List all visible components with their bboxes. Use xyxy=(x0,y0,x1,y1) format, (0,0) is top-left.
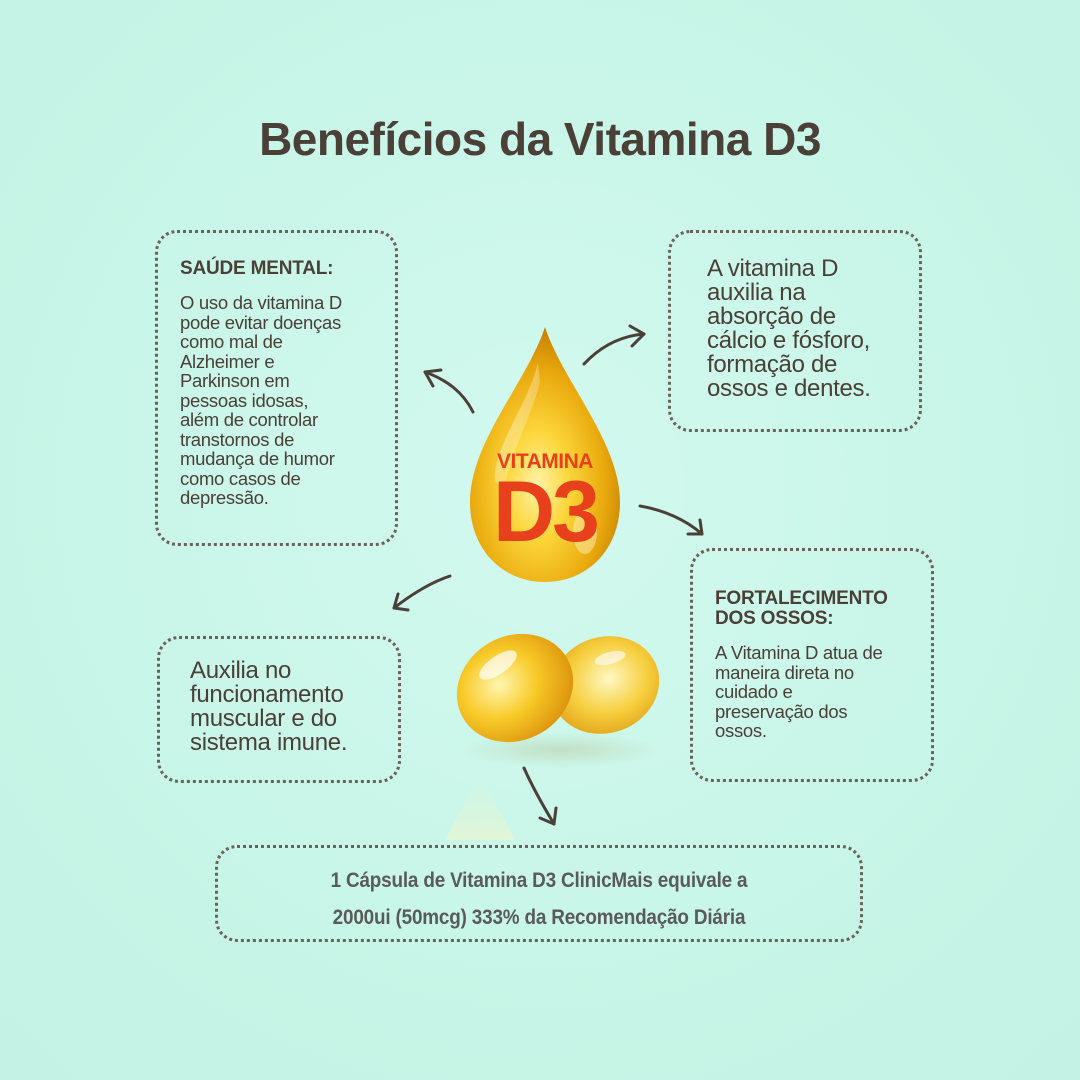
text-line: Alzheimer e xyxy=(180,350,275,372)
box-funcionamento-muscular: Auxilia no funcionamento muscular e do s… xyxy=(157,636,401,783)
arrow-to-footer-icon xyxy=(522,766,558,826)
text-line: O uso da vitamina D xyxy=(180,292,342,313)
box-text-absorcao: A vitamina D auxilia na absorção de cálc… xyxy=(707,257,909,401)
box-text-ossos: A Vitamina D atua de maneira direta no c… xyxy=(715,643,923,741)
text-line: ossos e dentes. xyxy=(707,375,871,402)
box-heading-ossos: FORTALECIMENTO DOS OSSOS: xyxy=(715,589,923,629)
capsules-icon xyxy=(456,633,660,768)
text-line: mudança de humor xyxy=(180,448,335,469)
box-fortalecimento-ossos: FORTALECIMENTO DOS OSSOS: A Vitamina D a… xyxy=(690,548,934,782)
text-line: absorção de xyxy=(707,303,836,330)
softgel-capsules-image xyxy=(440,610,680,780)
text-line: maneira direta no xyxy=(715,661,854,683)
text-line: pessoas idosas, xyxy=(180,389,309,411)
drop-label-vitamina: VITAMINA xyxy=(497,450,593,473)
text-line: cálcio e fósforo, xyxy=(707,327,870,354)
text-line: formação de xyxy=(707,351,838,378)
text-line: sistema imune. xyxy=(190,729,348,756)
arrow-to-ossos-icon xyxy=(638,504,704,536)
text-line: Parkinson em xyxy=(180,370,290,391)
box-footer-dosagem: 1 Cápsula de Vitamina D3 ClinicMais equi… xyxy=(215,845,863,942)
heading-line: FORTALECIMENTO xyxy=(715,588,888,609)
footer-line-1: 1 Cápsula de Vitamina D3 ClinicMais equi… xyxy=(330,869,748,892)
text-line: Auxilia no xyxy=(190,657,292,684)
text-line: como mal de xyxy=(180,331,283,352)
text-line: além de controlar xyxy=(180,409,318,430)
text-line: auxilia na xyxy=(707,279,806,306)
text-line: transtornos de xyxy=(180,428,295,450)
box-text-saude-mental: O uso da vitamina D pode evitar doenças … xyxy=(180,293,385,508)
oil-drop-icon xyxy=(470,327,620,582)
box-text-muscular: Auxilia no funcionamento muscular e do s… xyxy=(190,659,390,755)
box-absorcao-calcio: A vitamina D auxilia na absorção de cálc… xyxy=(668,230,922,432)
text-line: funcionamento xyxy=(190,681,344,708)
arrow-to-absorcao-icon xyxy=(582,324,646,366)
text-line: depressão. xyxy=(180,487,269,508)
light-beam-decoration xyxy=(445,780,515,840)
page-title: Benefícios da Vitamina D3 xyxy=(259,113,821,165)
heading-line: DOS OSSOS: xyxy=(715,608,834,629)
text-line: como casos de xyxy=(180,467,301,489)
drop-label-d3: D3 xyxy=(493,464,600,560)
vitamin-drop-image: VITAMINA D3 xyxy=(445,322,645,592)
box-saude-mental: SAÚDE MENTAL: O uso da vitamina D pode e… xyxy=(155,230,398,546)
text-line: muscular e do xyxy=(190,705,337,732)
text-line: preservação dos xyxy=(715,700,848,722)
text-line: pode evitar doenças xyxy=(180,311,341,333)
text-line: A Vitamina D atua de xyxy=(715,642,883,663)
text-line: A vitamina D xyxy=(707,255,839,282)
arrow-to-saude-mental-icon xyxy=(423,368,475,414)
text-line: ossos. xyxy=(715,720,767,741)
box-heading-saude-mental: SAÚDE MENTAL: xyxy=(180,258,334,279)
arrow-to-muscular-icon xyxy=(392,574,452,612)
footer-line-2: 2000ui (50mcg) 333% da Recomendação Diár… xyxy=(332,906,746,929)
text-line: cuidado e xyxy=(715,681,793,702)
